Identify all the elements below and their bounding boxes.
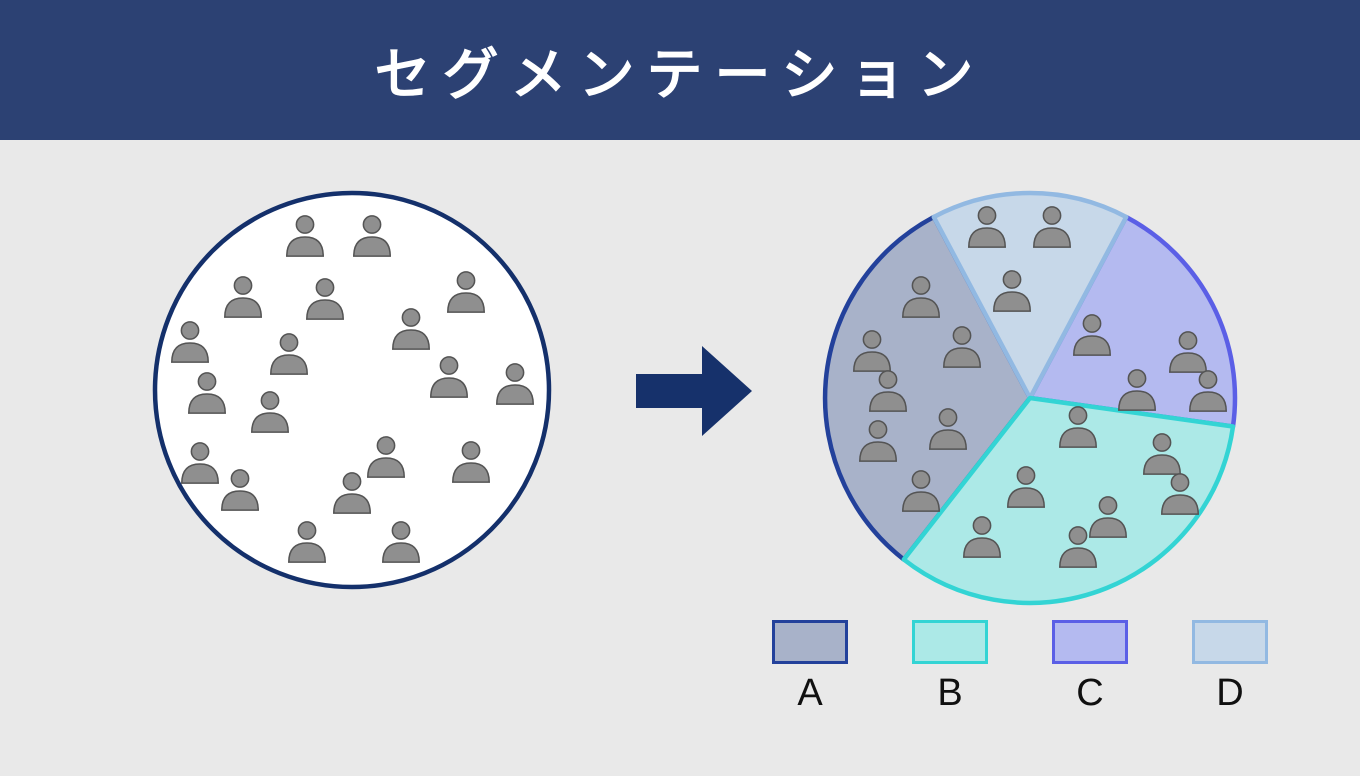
legend-item-d: D bbox=[1190, 620, 1270, 712]
legend-item-b: B bbox=[910, 620, 990, 712]
page-title: セグメンテーション bbox=[374, 41, 986, 108]
header-banner: セグメンテーション bbox=[0, 0, 1360, 140]
legend-swatch-d bbox=[1192, 620, 1268, 664]
legend-label-b: B bbox=[937, 672, 963, 714]
legend: A B C D bbox=[770, 620, 1270, 712]
legend-item-a: A bbox=[770, 620, 850, 712]
arrow-icon bbox=[636, 346, 752, 436]
pie-segment-c bbox=[1027, 214, 1238, 429]
legend-swatch-b bbox=[912, 620, 988, 664]
legend-label-a: A bbox=[797, 672, 823, 714]
legend-swatch-a bbox=[772, 620, 848, 664]
legend-swatch-c bbox=[1052, 620, 1128, 664]
legend-label-c: C bbox=[1076, 672, 1104, 714]
legend-item-c: C bbox=[1050, 620, 1130, 712]
legend-label-d: D bbox=[1216, 672, 1244, 714]
population-circle bbox=[152, 190, 552, 590]
